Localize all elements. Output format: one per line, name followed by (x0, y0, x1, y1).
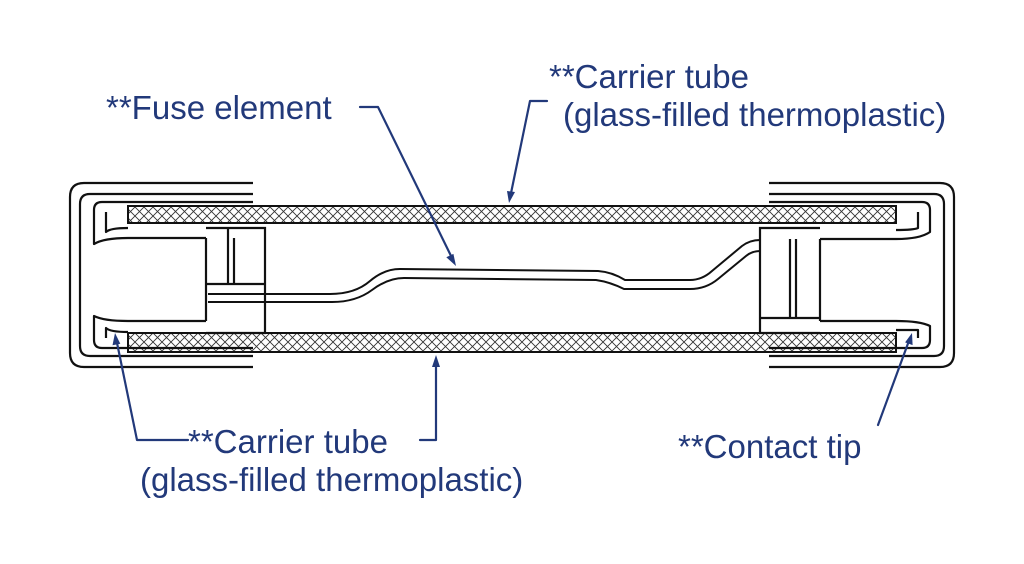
arrowhead-contact-tip-left (112, 333, 121, 346)
carrier-tube-top-label-line2: (glass-filled thermoplastic) (563, 96, 947, 133)
contact-tip-leader-right (876, 336, 912, 427)
right-ferrule (758, 226, 822, 335)
fuse-element-wire (208, 239, 761, 303)
contact-tip-leader-left (114, 336, 190, 442)
arrowhead-carrier-tube-top (507, 191, 515, 203)
carrier-tube-top-leader (508, 99, 549, 200)
arrowhead-fuse-element (446, 253, 456, 266)
carrier-tube-bottom-leader (418, 358, 438, 442)
carrier-tube-bottom-label-line2: (glass-filled thermoplastic) (140, 461, 524, 498)
leader-lines (114, 99, 912, 442)
carrier-tube-top-label-line1: **Carrier tube (549, 58, 749, 95)
carrier-tube-walls (127, 205, 897, 353)
carrier-tube-bottom-label-line1: **Carrier tube (188, 423, 388, 460)
contact-tip-label: **Contact tip (678, 428, 862, 465)
left-ferrule (204, 226, 267, 335)
arrowhead-carrier-tube-bottom (432, 355, 440, 367)
fuse-element-leader (358, 105, 456, 264)
right-end-cap (769, 181, 956, 369)
leader-arrowheads (112, 191, 913, 367)
carrier-tube-top-label: **Carrier tube (glass-filled thermoplast… (549, 58, 946, 134)
carrier-tube-bottom-wall (127, 332, 897, 353)
arrowhead-contact-tip-right (905, 333, 913, 346)
carrier-tube-bottom-label: **Carrier tube (glass-filled thermoplast… (140, 423, 523, 499)
fuse-element-label: **Fuse element (106, 89, 332, 126)
carrier-tube-top-wall (127, 205, 897, 224)
left-end-cap (68, 181, 253, 369)
